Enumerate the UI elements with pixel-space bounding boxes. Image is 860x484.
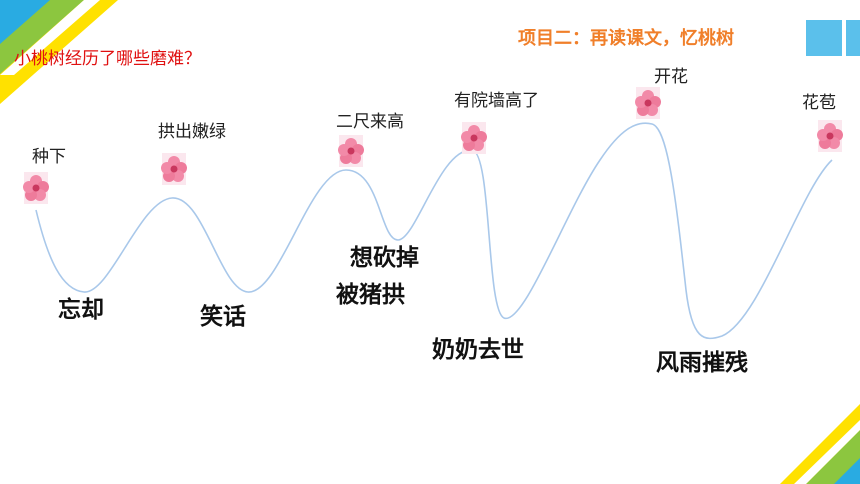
stage-label: 拱出嫩绿 (158, 122, 226, 142)
hardship-label: 被猪拱 (336, 282, 405, 308)
stage-label: 花苞 (802, 93, 836, 113)
stage-label: 种下 (32, 147, 66, 167)
hardship-label: 风雨摧残 (656, 350, 748, 376)
peach-blossom-icon (161, 153, 187, 185)
slide-question: 小桃树经历了哪些磨难？ (14, 49, 201, 69)
hardship-label: 忘却 (58, 297, 104, 323)
growth-curve (35, 122, 833, 340)
hardship-label: 奶奶去世 (432, 337, 524, 363)
hardship-label: 想砍掉 (350, 245, 419, 271)
peach-blossom-icon (23, 172, 49, 204)
title-accent-block-small (846, 20, 860, 56)
peach-blossom-icon (461, 122, 487, 154)
peach-blossom-icon (817, 120, 843, 152)
hardship-label: 笑话 (200, 304, 246, 330)
peach-blossom-icon (635, 87, 661, 119)
stage-label: 二尺来高 (336, 112, 404, 132)
title-accent-block (806, 20, 842, 56)
section-title: 项目二：再读课文，忆桃树 (518, 28, 734, 49)
stage-label: 开花 (654, 67, 688, 87)
stage-label: 有院墙高了 (454, 91, 539, 111)
peach-blossom-icon (338, 135, 364, 167)
corner-stripes-top-left (0, 0, 118, 104)
corner-stripes-bottom-right (780, 404, 860, 484)
